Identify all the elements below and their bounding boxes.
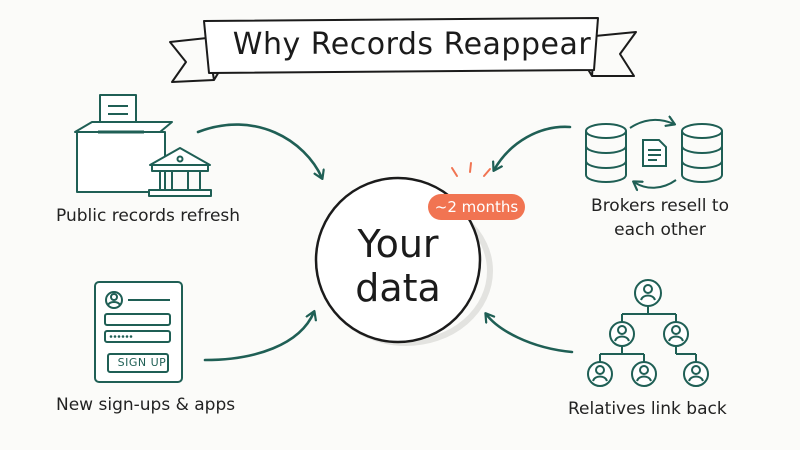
user-avatar-icon <box>105 291 123 309</box>
signup-button-label: SIGN UP <box>117 356 167 369</box>
arrow-public-records <box>196 123 322 178</box>
arrow-relatives <box>486 314 574 354</box>
label-brokers-line2: each other <box>614 220 706 240</box>
label-brokers-line1: Brokers resell to <box>591 196 729 216</box>
title-banner <box>169 17 637 83</box>
center-label-line1: Your <box>357 222 439 266</box>
password-dots <box>109 335 133 338</box>
databases-exchange-icon <box>585 120 723 188</box>
database-icon-left <box>585 123 627 183</box>
arrow-signups <box>203 312 314 362</box>
time-badge: ~2 months <box>428 194 525 220</box>
database-icon-right <box>681 123 723 183</box>
document-icon <box>642 139 667 167</box>
label-public-records: Public records refresh <box>56 206 241 226</box>
arrow-brokers <box>494 125 572 170</box>
sparkle-icon <box>451 162 491 177</box>
signup-form-icon <box>94 281 183 383</box>
ballot-box-and-courthouse-icon <box>74 94 212 197</box>
person-icon-bottom-1 <box>587 361 613 387</box>
label-relatives: Relatives link back <box>568 399 727 419</box>
center-label: Your data <box>318 222 478 310</box>
person-icon-mid-right <box>663 321 689 347</box>
label-signups: New sign-ups & apps <box>56 395 236 415</box>
center-label-line2: data <box>355 266 441 310</box>
person-icon-bottom-2 <box>631 361 657 387</box>
person-icon-top <box>634 279 662 307</box>
family-tree-icon <box>587 279 709 387</box>
person-icon-bottom-3 <box>683 361 709 387</box>
label-brokers: Brokers resell to each other <box>560 194 760 242</box>
page-title: Why Records Reappear <box>232 27 592 62</box>
person-icon-mid-left <box>609 321 635 347</box>
